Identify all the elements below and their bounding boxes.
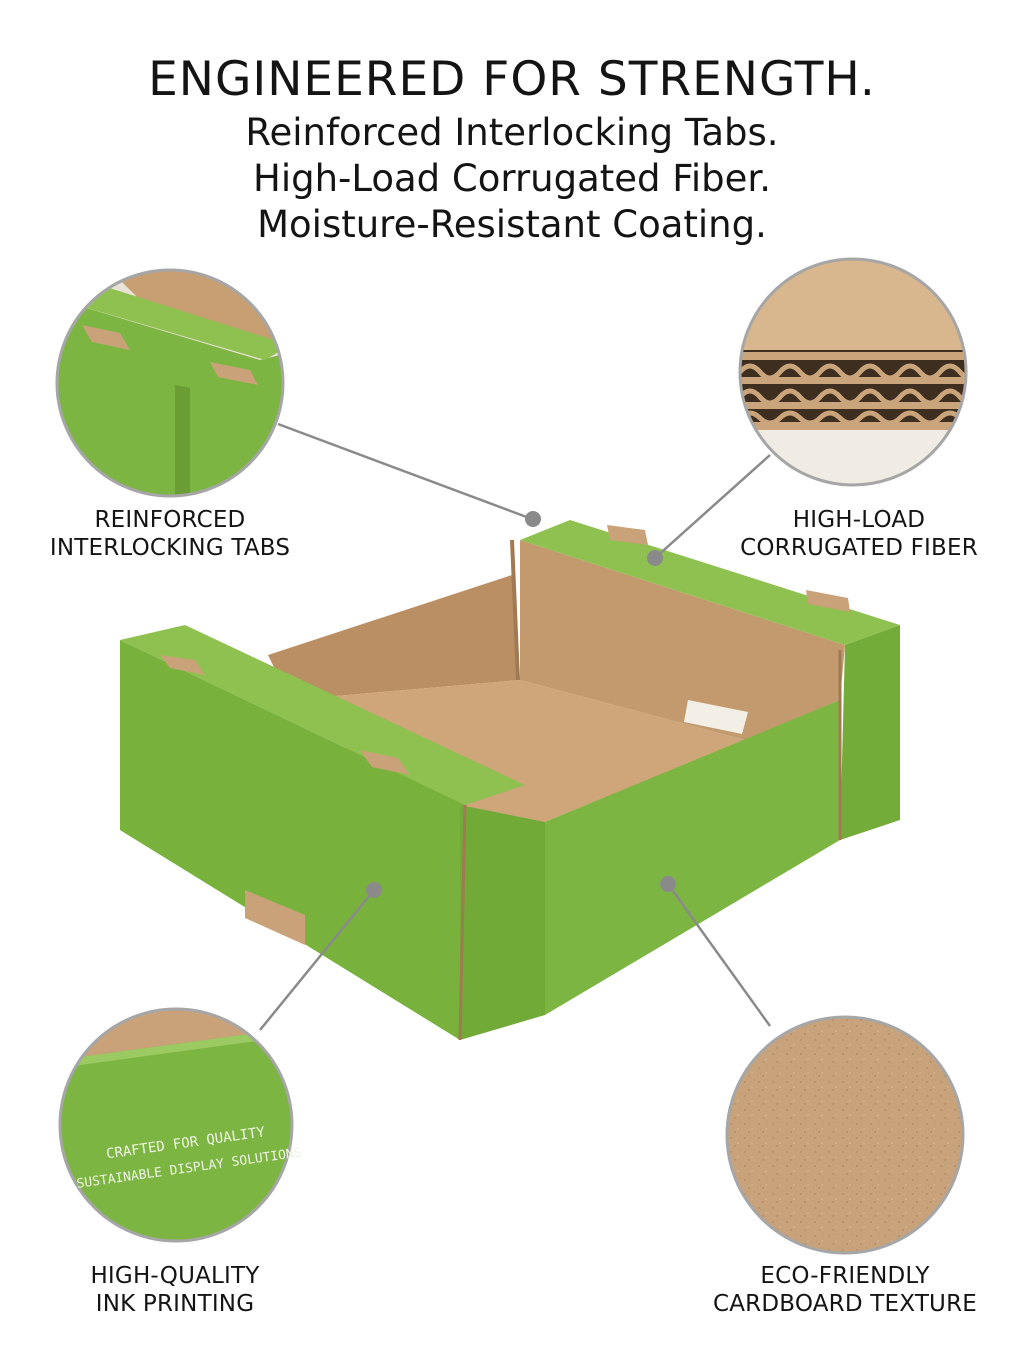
- leader-dot-fiber: [647, 550, 663, 566]
- subtitle-tabs: Reinforced Interlocking Tabs.: [245, 111, 779, 154]
- leader-line-tabs: [277, 422, 533, 521]
- callout-label-eco: ECO-FRIENDLY CARDBOARD TEXTURE: [690, 1262, 1000, 1318]
- callout-ink-line1: HIGH-QUALITY: [90, 1263, 260, 1289]
- leader-line-eco: [666, 883, 772, 1027]
- callout-label-fiber: HIGH-LOAD CORRUGATED FIBER: [704, 506, 1014, 562]
- callout-ink-magnifier: [58, 1007, 294, 1243]
- callout-eco-magnifier: [725, 1015, 965, 1255]
- callout-ink-line2: INK PRINTING: [95, 1291, 255, 1317]
- leader-dot-ink: [366, 882, 382, 898]
- callout-fiber-line1: HIGH-LOAD: [792, 507, 926, 533]
- callout-fiber-magnifier: [738, 257, 968, 487]
- callout-tabs-line1: REINFORCED: [94, 507, 246, 533]
- cardboard-box: [120, 520, 900, 1041]
- subtitle-fiber: High-Load Corrugated Fiber.: [253, 157, 771, 200]
- callout-fiber-line2: CORRUGATED FIBER: [740, 535, 978, 561]
- callout-tabs-line2: INTERLOCKING TABS: [49, 535, 291, 561]
- leader-dot-tabs: [525, 511, 541, 527]
- callout-label-tabs: REINFORCED INTERLOCKING TABS: [20, 506, 320, 562]
- leader-line-fiber: [654, 454, 771, 559]
- headline: ENGINEERED FOR STRENGTH.: [148, 52, 876, 107]
- callout-tabs-magnifier: [55, 268, 285, 498]
- leader-line-ink: [259, 889, 375, 1031]
- callout-label-ink: HIGH-QUALITY INK PRINTING: [20, 1262, 330, 1318]
- callout-eco-line1: ECO-FRIENDLY: [760, 1263, 930, 1289]
- leader-dot-eco: [660, 876, 676, 892]
- subtitle-coating: Moisture-Resistant Coating.: [257, 203, 767, 246]
- callout-eco-line2: CARDBOARD TEXTURE: [712, 1291, 978, 1317]
